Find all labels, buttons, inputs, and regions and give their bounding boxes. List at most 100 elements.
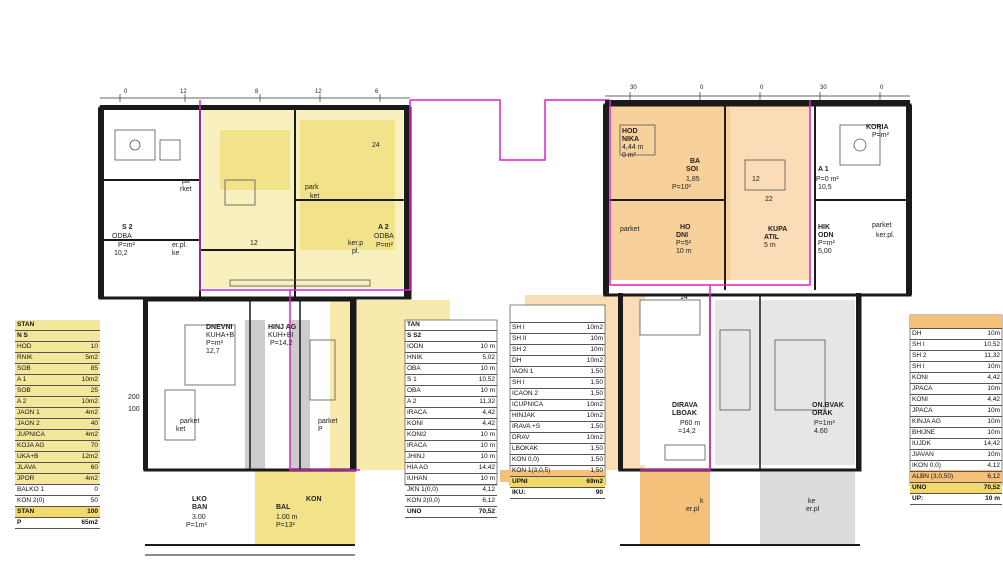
r-room-ker-pl: ker.pl. — [876, 232, 895, 239]
mid-table-row-name: HIA AG — [407, 464, 429, 471]
right-table-row-name: IUJDK — [912, 440, 931, 447]
room-sub-right: ODBA — [374, 233, 394, 240]
right-table-row-name: JPACA — [912, 407, 933, 414]
room-title-kuhinja: HINJ AG — [268, 324, 297, 331]
left-table-title: STAN — [15, 320, 100, 331]
mid-table-row-value: 10 m — [480, 442, 495, 449]
rmid-table-row-value: 1,50 — [590, 390, 603, 397]
mid-table-row-value: 4,12 — [482, 486, 495, 493]
r-room-odn: ODN — [818, 232, 834, 239]
balkon1-title: LKO — [192, 496, 207, 503]
balkon2-sub: BAL — [276, 504, 291, 511]
mid-table-row-name: HNIK — [407, 354, 423, 361]
left-table-title2: N S — [15, 331, 100, 342]
left-table-row-name: JAON 2 — [17, 420, 40, 427]
right-table-row: IKON 0,0)4,12 — [910, 461, 1002, 472]
balkon1-dim: 3.00 — [192, 514, 206, 521]
left-table-row-value: 10m2 — [81, 398, 98, 405]
room-label-parket-low: parket — [180, 418, 200, 425]
left-plan-wall-ticks — [98, 105, 410, 470]
dim-right-2: 0 — [700, 85, 704, 91]
r-room-hod: HOD — [622, 128, 638, 135]
room-sub-soba2: ODBA — [112, 233, 132, 240]
rmid-total2-val: 90 — [595, 489, 603, 496]
left-plan-fixtures — [114, 129, 371, 441]
r-room-10m: 10 m — [676, 248, 692, 255]
dim-left-4: 12 — [315, 89, 322, 95]
dim-200: 200 — [128, 394, 140, 401]
r-room-hik: HIK — [818, 224, 831, 231]
right-table-row-name: ALBN (3,0,50) — [912, 473, 954, 480]
right-table-row-value: 10m — [987, 429, 1000, 436]
rmid-table-row-name: SH 2 — [512, 346, 527, 353]
right-table-row-value: 6,12 — [987, 473, 1000, 480]
r-room-k: k — [700, 498, 704, 505]
left-table-row-value: 4m2 — [85, 431, 98, 438]
left-table-row-value: 0 — [94, 486, 98, 493]
rmid-table-row-name: ICUPNICA — [512, 401, 544, 408]
r-room-ba: BA — [690, 158, 701, 165]
r-room-dirava: DIRAVA — [672, 402, 698, 409]
left-table-row-value: 60 — [90, 464, 98, 471]
mid-table-row-value: 5,02 — [482, 354, 495, 361]
mid-table-row-value: 4,42 — [482, 420, 495, 427]
r-room-p10: P=10² — [672, 184, 691, 191]
rmid-table-row-value: 10m2 — [586, 324, 603, 331]
left-table-row-name: SOB — [17, 387, 31, 394]
right-table-row — [910, 318, 1002, 329]
rmid-table-row-name: DH — [512, 357, 522, 364]
room-label-parket-low2: parket — [318, 418, 338, 425]
rmid-total-val: 69m2 — [586, 478, 603, 485]
rmid-table-row-value: 10m — [590, 346, 603, 353]
left-table-row-value: 85 — [90, 365, 98, 372]
left-total-val: 100 — [87, 508, 98, 515]
rmid-table-row: SH 2 10m — [510, 345, 605, 356]
balkon2-area: P=13² — [276, 522, 295, 529]
right-total-val: 70,52 — [983, 484, 1000, 491]
rmid-table-row-name: SH I — [512, 379, 525, 386]
right-table-row-name: SH I — [912, 341, 925, 348]
rmid-table-row-name: ICAON 2 — [512, 390, 539, 397]
right-table-row-value: 10m — [987, 451, 1000, 458]
rmid-table-total: UPNI 69m2 — [510, 477, 605, 488]
room-area-soba2: P=m² — [118, 242, 135, 249]
right-total2-val: 10 m — [985, 495, 1000, 502]
left-table-row-name: KOJA AG — [17, 442, 45, 449]
rmid-table-row-name: DRAV — [512, 434, 530, 441]
right-table-row-name: KONI — [912, 396, 928, 403]
left-table-row-name: A 1 — [17, 376, 27, 383]
mid-table-row-value: 10 m — [480, 343, 495, 350]
r-room-444: 4,44 m — [622, 144, 644, 151]
left-table-row-value: 10 — [90, 343, 98, 350]
r-room-er-pl: er.pl — [806, 506, 820, 513]
mid-table-row-name: S 1 — [407, 376, 417, 383]
rmid-total-label: UPNI — [512, 478, 528, 485]
room-val-dnevni: 12,7 — [206, 348, 220, 355]
rmid-table-total2: IKU:90 — [510, 488, 605, 499]
right-plan-wall-ticks — [603, 100, 912, 470]
left-table-row: KON 2(0)50 — [15, 496, 100, 507]
rmid-table-row-value: 10m — [590, 335, 603, 342]
right-table-row-value: 10m — [987, 407, 1000, 414]
dim-left-2: 12 — [180, 89, 187, 95]
r-room-atil: ATIL — [764, 234, 780, 241]
